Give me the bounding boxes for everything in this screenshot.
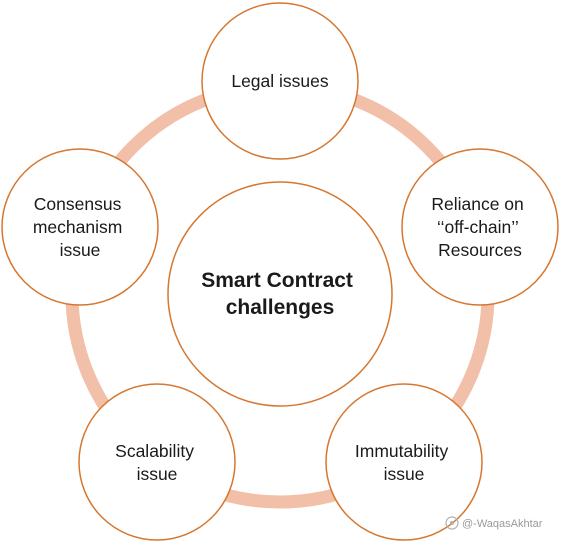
node-legal-issues-label: Legal issues	[231, 71, 329, 91]
node-scalability-issue-circle	[78, 383, 236, 541]
center-circle	[167, 181, 393, 407]
center-label-line-1: Smart Contract	[201, 269, 353, 292]
node-immutability-issue-label: Immutability issue	[355, 441, 453, 484]
watermark-text: @-WaqasAkhtar	[462, 518, 543, 530]
center-label-line-2: challenges	[226, 296, 335, 319]
node-consensus-mechanism-issue: Consensus mechanism issue	[1, 148, 159, 306]
node-scalability-issue: Scalability issue	[78, 383, 236, 541]
node-immutability-issue: Immutability issue	[325, 383, 483, 541]
node-reliance-off-chain-label: Reliance on ‘‘off-chain’’ Resources	[431, 194, 528, 260]
node-consensus-mechanism-issue-label: Consensus mechanism issue	[33, 194, 127, 260]
node-legal-issues: Legal issues	[201, 2, 359, 160]
watermark-logo-icon	[445, 516, 459, 530]
node-legal-issues-circle	[201, 2, 359, 160]
center-label: Smart Contract challenges	[201, 269, 359, 319]
node-reliance-off-chain-circle	[401, 148, 559, 306]
watermark: @-WaqasAkhtar	[445, 516, 543, 530]
node-reliance-off-chain: Reliance on ‘‘off-chain’’ Resources	[401, 148, 559, 306]
node-immutability-issue-circle	[325, 383, 483, 541]
node-consensus-mechanism-issue-circle	[1, 148, 159, 306]
node-scalability-issue-label: Scalability issue	[115, 441, 199, 484]
